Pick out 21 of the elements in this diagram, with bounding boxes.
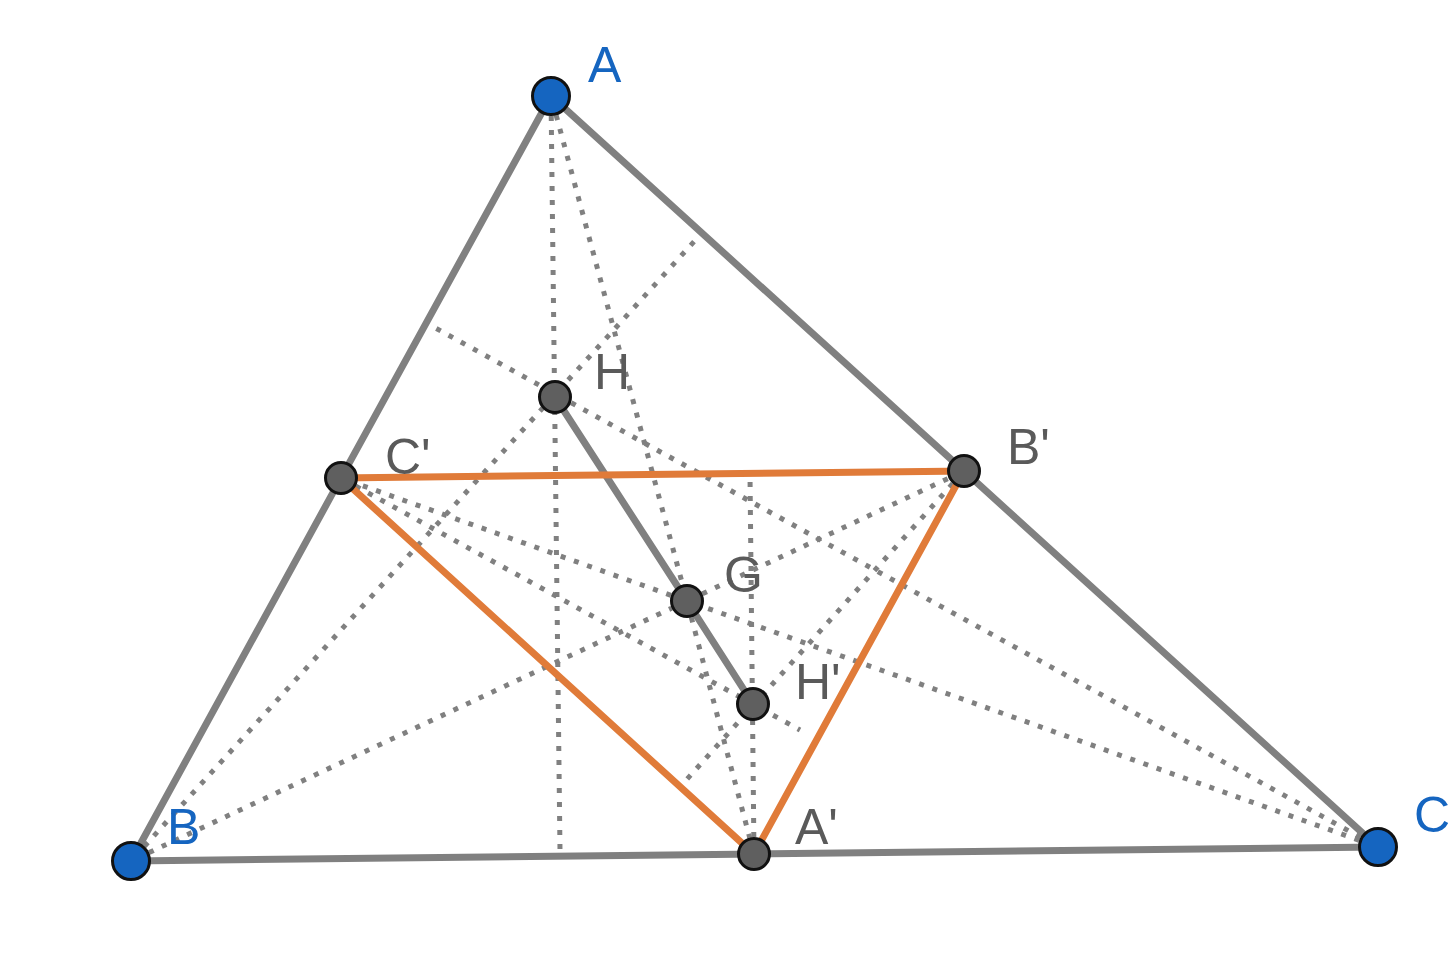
line-segment [350, 485, 745, 847]
line-segment [345, 110, 545, 467]
line-segment [973, 478, 1367, 838]
dotted-line [148, 605, 673, 855]
point-label: B [167, 802, 201, 852]
point-label: H' [795, 657, 841, 707]
point-label: A' [795, 802, 838, 852]
line-segment [692, 611, 748, 694]
dotted-line [701, 475, 950, 597]
dotted-line [548, 115, 563, 851]
point-label: C' [385, 432, 431, 482]
line-segment [560, 407, 682, 591]
dotted-line [688, 616, 753, 839]
line-segment [562, 105, 955, 464]
dotted-line [354, 484, 802, 733]
point-label: B' [1007, 422, 1050, 472]
line-segment [758, 482, 960, 843]
line-segment [137, 489, 337, 847]
point-label: H [594, 347, 631, 397]
point-label: A [588, 40, 622, 90]
point-label: C [1414, 790, 1448, 840]
